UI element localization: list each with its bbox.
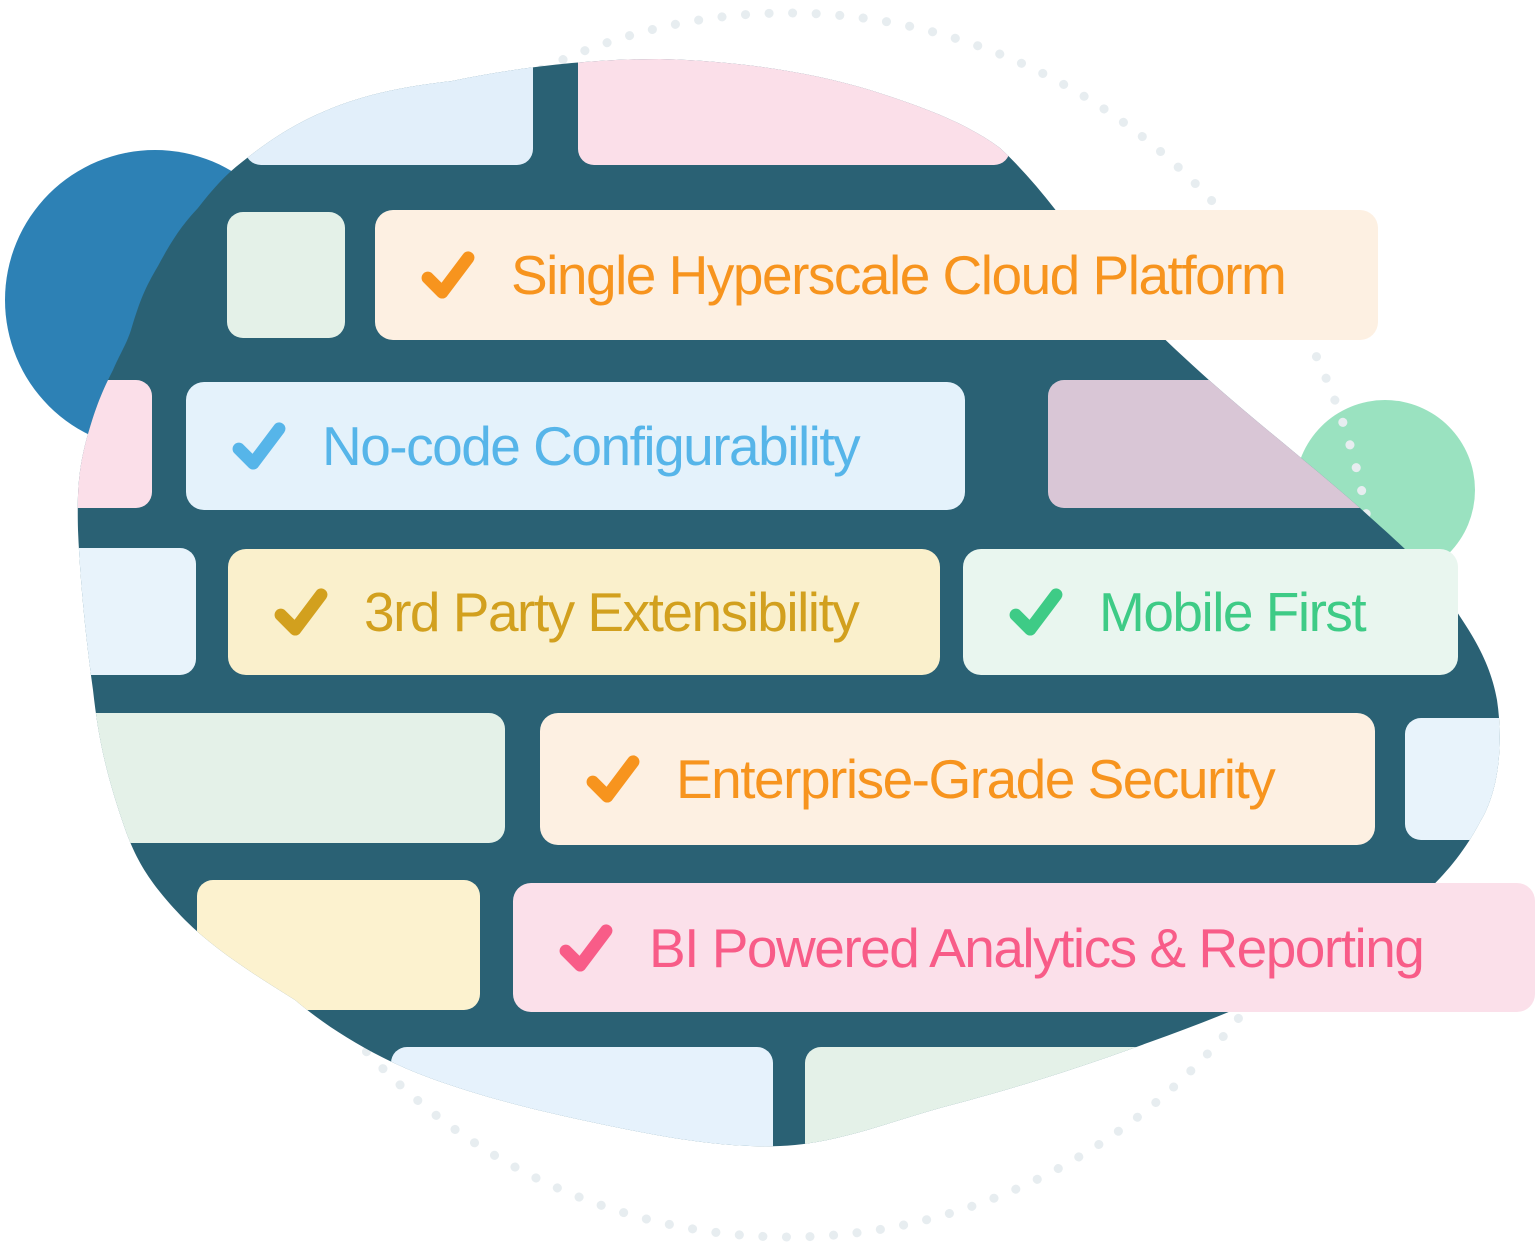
brick-row5-paleyellow [197, 880, 480, 1010]
feature-brick-mobile-first: Mobile First [963, 549, 1458, 675]
feature-brick-no-code: No-code Configurability [186, 382, 965, 510]
feature-brick-cloud-platform: Single Hyperscale Cloud Platform [375, 210, 1378, 340]
checkmark-icon [559, 923, 613, 972]
feature-label: Enterprise-Grade Security [676, 748, 1276, 810]
feature-label: Mobile First [1099, 581, 1367, 643]
feature-label: Single Hyperscale Cloud Platform [511, 244, 1287, 306]
checkmark-icon [1009, 588, 1063, 636]
brick-row3-paleblue [77, 548, 196, 675]
brick-bottom-palegreen [805, 1047, 1190, 1147]
checkmark-icon [586, 755, 640, 803]
brick-row4-palegreen [77, 713, 505, 843]
brick-row1-palegreen [227, 212, 345, 338]
brick-row4-paleblue [1405, 718, 1500, 840]
feature-label: 3rd Party Extensibility [364, 581, 860, 643]
feature-label: No-code Configurability [322, 415, 861, 477]
feature-brick-security: Enterprise-Grade Security [540, 713, 1375, 845]
feature-brick-analytics: BI Powered Analytics & Reporting [513, 883, 1535, 1012]
brick-top-pink [578, 59, 1010, 165]
checkmark-icon [232, 422, 286, 470]
brick-top-lightblue [245, 59, 533, 165]
feature-brick-extensibility: 3rd Party Extensibility [228, 549, 940, 675]
checkmark-icon [421, 251, 475, 299]
brick-bottom-lightblue [391, 1047, 773, 1147]
checkmark-icon [274, 588, 328, 636]
feature-label: BI Powered Analytics & Reporting [649, 916, 1425, 979]
